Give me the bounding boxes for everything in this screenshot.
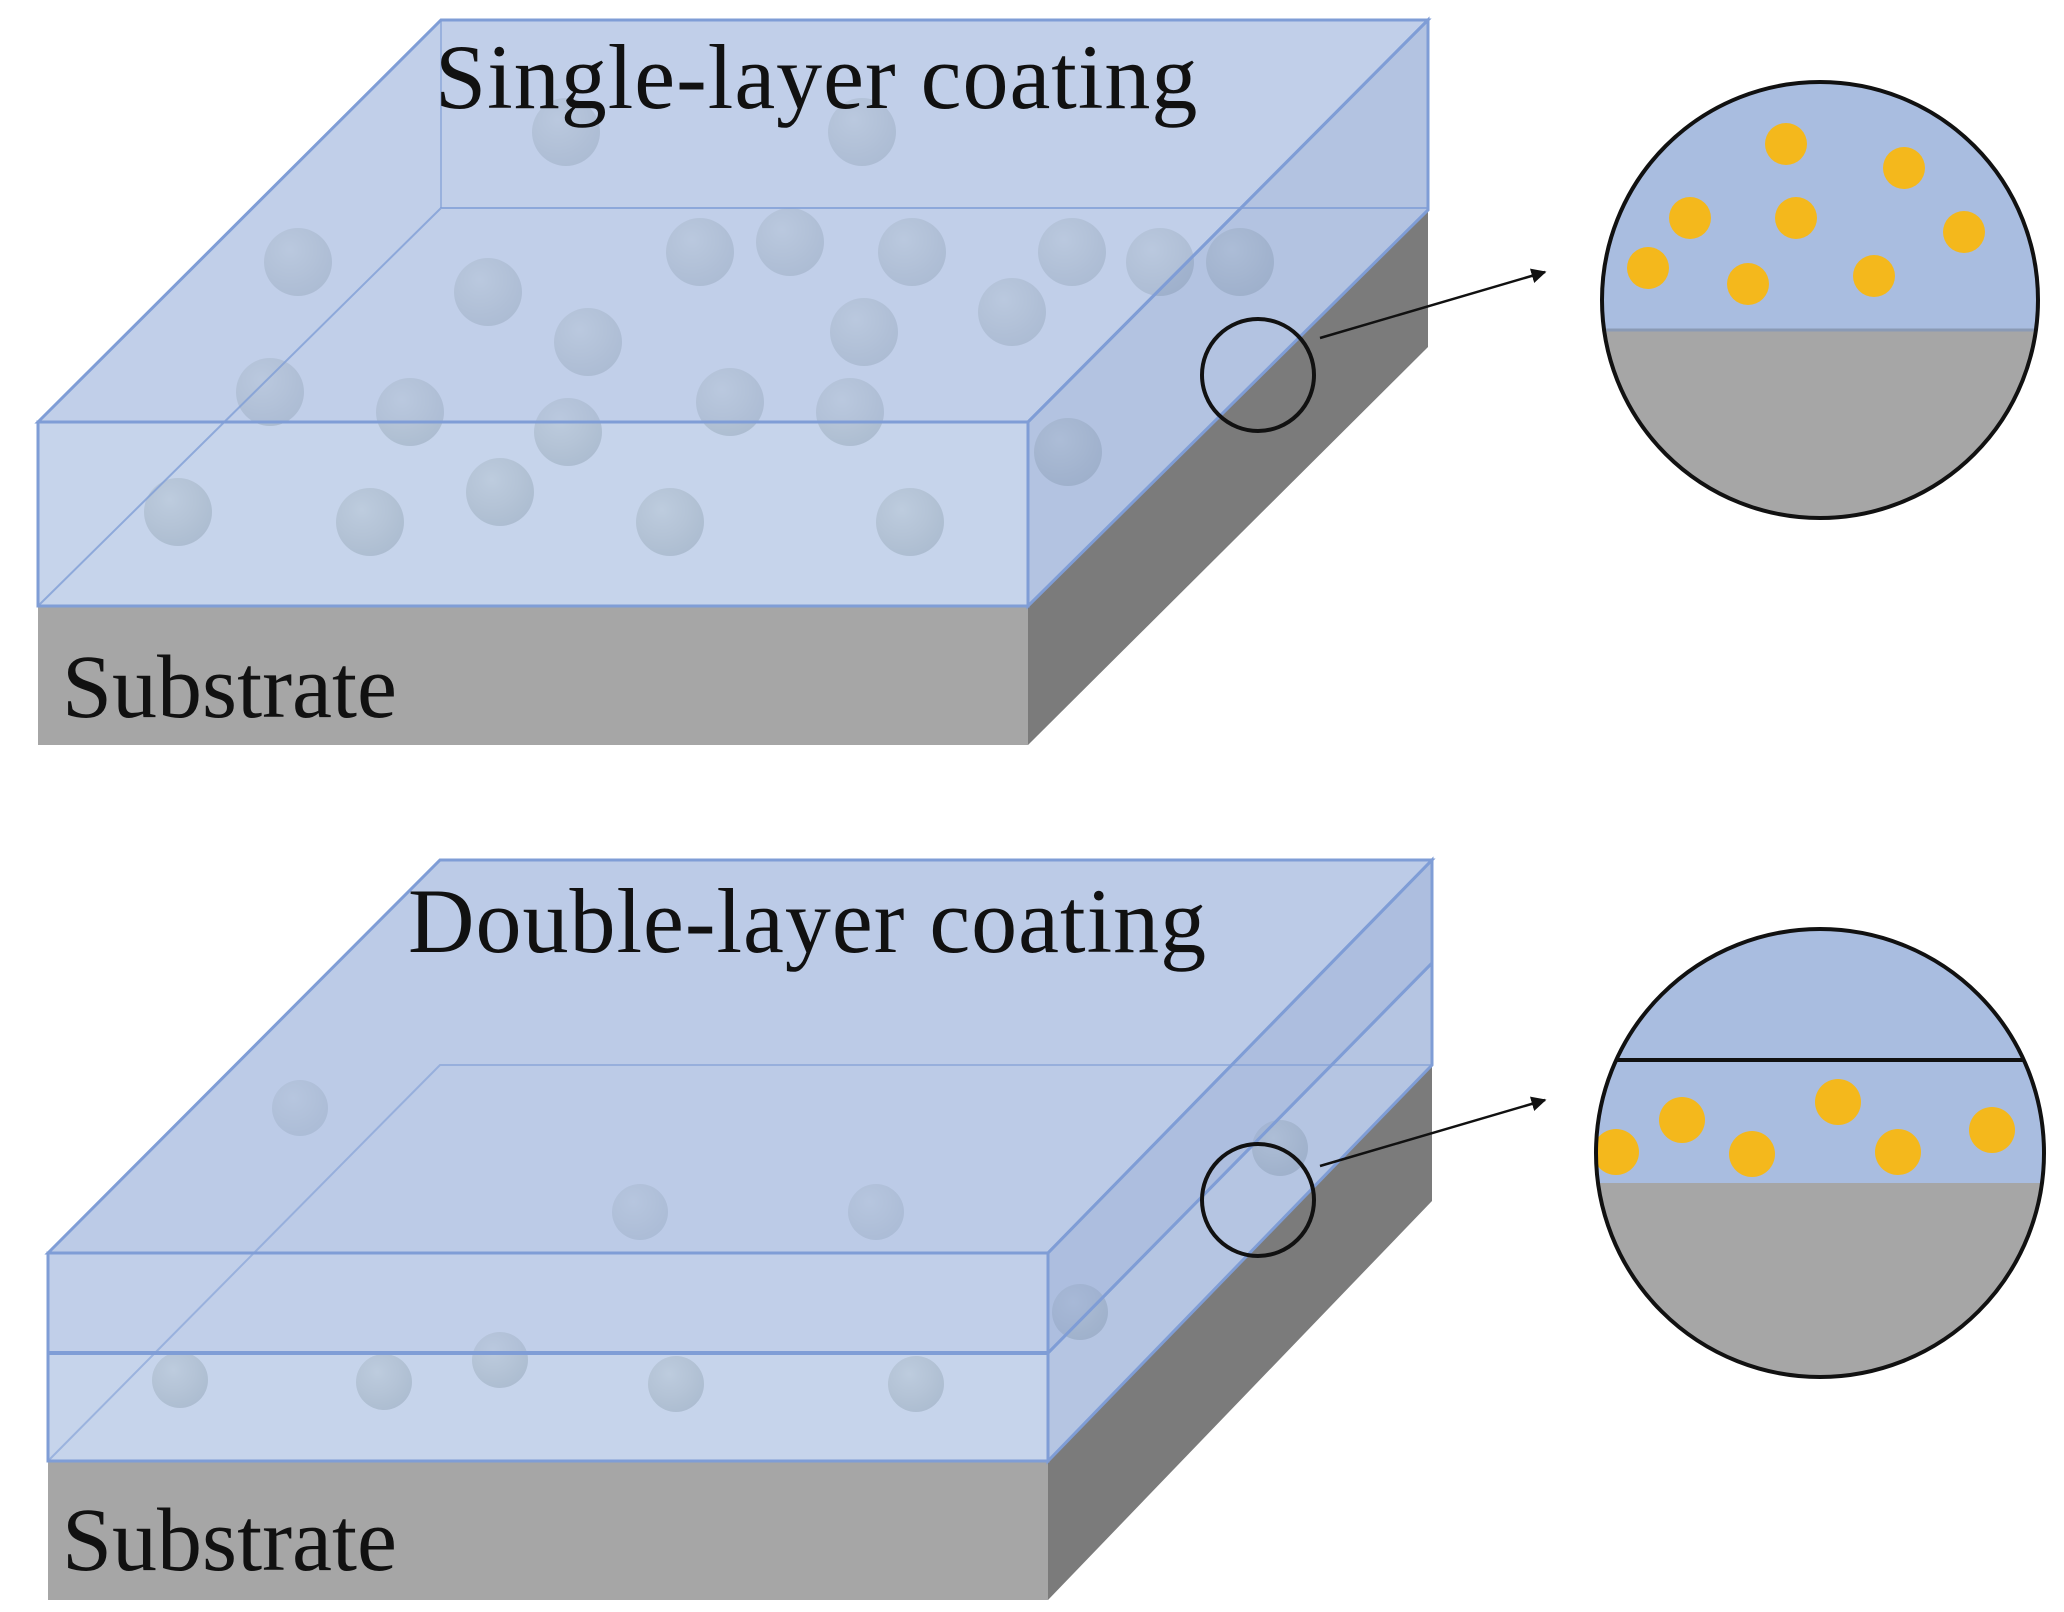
substrate-label-top: Substrate xyxy=(62,638,397,737)
single-layer-title: Single-layer coating xyxy=(435,26,1198,128)
upper-coating-front xyxy=(46,1251,1050,1355)
double-layer-title: Double-layer coating xyxy=(408,870,1207,972)
substrate-front-top xyxy=(38,606,1028,745)
particle-dot xyxy=(1853,255,1895,297)
substrate-side-top xyxy=(1028,210,1428,745)
particle-dot xyxy=(1727,263,1769,305)
coating-block-bottom xyxy=(44,856,1436,1465)
lower-coating-front xyxy=(46,1351,1050,1463)
substrate-label-bottom: Substrate xyxy=(62,1491,397,1590)
substrate-side-bottom xyxy=(1048,1065,1432,1600)
magnifier-lens-bottom xyxy=(1200,1142,1316,1258)
coating-front-face xyxy=(36,420,1030,608)
particle-dot xyxy=(1627,247,1669,289)
particle-dot xyxy=(1765,123,1807,165)
zoom-circle-bottom xyxy=(1594,927,2046,1379)
particle-dot xyxy=(1943,211,1985,253)
particle-dot xyxy=(1775,197,1817,239)
particle-dot xyxy=(1659,1097,1705,1143)
single-layer-panel: Single-layer coating Substrate xyxy=(34,16,2040,745)
particle-dot xyxy=(1875,1129,1921,1175)
double-layer-panel: Double-layer coating Substrate xyxy=(44,856,2046,1600)
substrate-front-bottom xyxy=(48,1461,1048,1600)
particle-dots-top xyxy=(1627,123,1985,305)
particle-dot xyxy=(1596,1129,1639,1175)
particle-dots-bottom xyxy=(1596,1079,2015,1177)
zoom-arrow-bottom xyxy=(1319,1096,1547,1168)
magnifier-lens-top xyxy=(1200,317,1316,433)
particle-dot xyxy=(1669,197,1711,239)
particle-dot xyxy=(1969,1107,2015,1153)
particle-dot xyxy=(1815,1079,1861,1125)
zoom-arrow-top xyxy=(1319,268,1547,340)
particle-dot xyxy=(1729,1131,1775,1177)
zoom-circle-top xyxy=(1600,80,2040,520)
coating-block-top xyxy=(34,16,1432,610)
particle-dot xyxy=(1883,147,1925,189)
